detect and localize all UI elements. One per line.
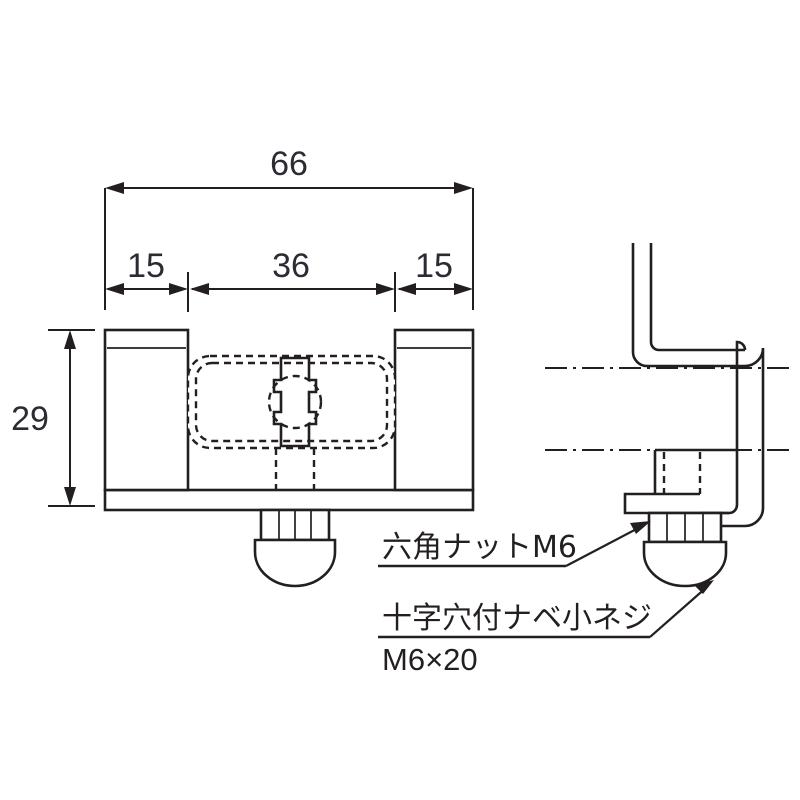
dimension-value-center-36: 36 [272,247,310,285]
dimension-value-right-15: 15 [415,247,453,285]
hex-nut [259,508,331,542]
dome-screw-head-side [642,540,728,588]
arrowhead-top [64,330,76,349]
side-view [545,243,790,588]
arrowhead-bottom [64,487,76,506]
clamp-body-outer-wall [700,347,765,528]
hex-nut-side [647,511,723,544]
dome-screw-head [253,538,337,588]
arrowhead-right-15-start [397,283,416,295]
arrowhead-left-15-end [169,283,188,295]
clamp-body-inner-wall [700,340,747,515]
annotation-hex-nut: 六角ナットM6 [378,521,651,568]
dimension-chain: 15 36 15 [105,247,473,312]
arrowhead-left [105,182,124,194]
front-view [103,328,475,588]
right-upright-arm [393,328,475,492]
arrowhead-right-15-end [454,283,473,295]
arrowhead-left-15-start [105,283,124,295]
screw-head-circle [267,374,323,430]
lower-flange-plate [623,492,729,515]
screw-leader-arrowhead [694,580,714,594]
dimension-overall-width: 66 [104,145,474,310]
arrowhead-center-end [376,283,395,295]
arrowhead-right [454,182,473,194]
hex-nut-leader-line [565,524,645,567]
hook-inner-profile [649,243,745,352]
cross-recess-slot [272,356,318,448]
screw-leader-line [649,585,709,638]
dimension-value-left-15: 15 [127,247,165,285]
left-upright-arm [103,328,190,492]
arrowhead-center-start [190,283,209,295]
cross-recess-screw-head [267,356,323,448]
screw-label-line2: M6×20 [382,642,478,677]
hex-nut-leader-arrowhead [630,521,651,534]
dimension-value-66: 66 [270,145,308,183]
base-plate [103,488,475,512]
dimension-value-29: 29 [11,400,49,438]
annotation-pan-head-screw: 十字穴付ナベ小ネジ M6×20 [378,580,714,677]
dimension-height: 29 [11,329,95,507]
hex-nut-label: 六角ナットM6 [382,530,577,565]
hook-outer-profile [631,243,745,368]
screw-label-line1: 十字穴付ナベ小ネジ [382,601,652,636]
center-rounded-slot-inner [194,361,389,443]
